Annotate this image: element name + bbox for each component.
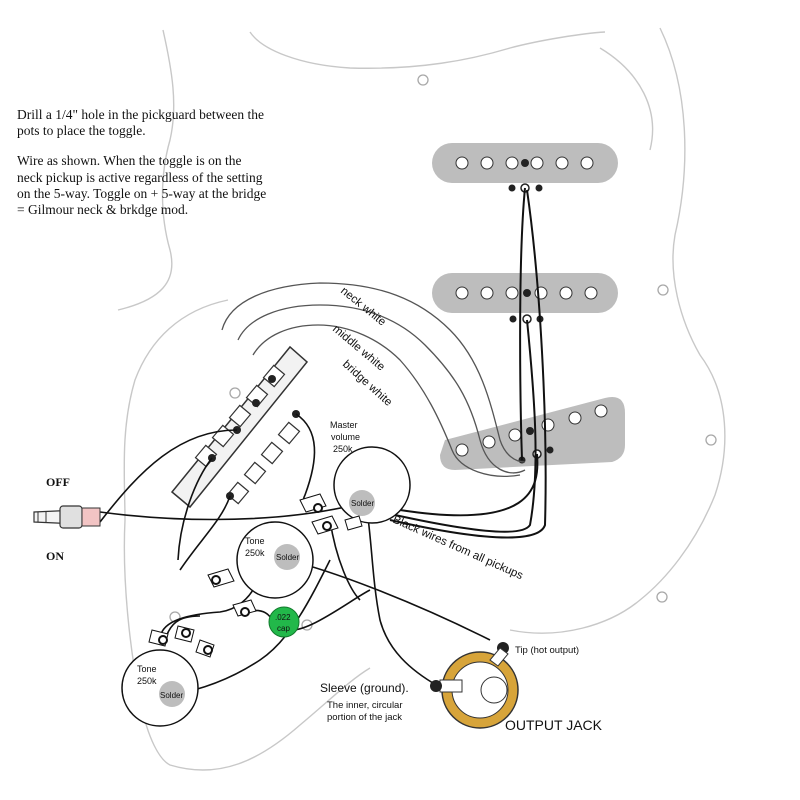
- cap-label-1: .022: [275, 613, 291, 622]
- jack-sleeve-label: Sleeve (ground).: [320, 681, 409, 695]
- tone2-label-2: 250k: [137, 676, 157, 686]
- output-jack: [430, 642, 519, 729]
- tone-pot-2: [121, 625, 215, 727]
- tone1-label-1: Tone: [245, 536, 265, 546]
- bridge-white-label: bridge white: [340, 358, 394, 408]
- instruction-note: Drill a 1/4" hole in the pickguard betwe…: [17, 107, 267, 232]
- master-volume-pot: [299, 446, 411, 535]
- five-way-switch: [170, 345, 309, 509]
- toggle-off-label: OFF: [46, 475, 70, 489]
- instruction-wire: Wire as shown. When the toggle is on the…: [17, 153, 267, 218]
- screw-hole: [657, 284, 669, 296]
- master-label-2: volume: [331, 432, 360, 442]
- tone1-solder-label: Solder: [276, 553, 299, 562]
- tone2-solder-label: Solder: [160, 691, 183, 700]
- master-label-3: 250k: [333, 444, 353, 454]
- jack-sleeve-note-2: portion of the jack: [327, 712, 402, 723]
- middle-white-label: middle white: [330, 323, 387, 373]
- instruction-drill: Drill a 1/4" hole in the pickguard betwe…: [17, 107, 264, 139]
- screw-hole: [417, 74, 429, 86]
- tone1-label-2: 250k: [245, 548, 265, 558]
- output-jack-title: OUTPUT JACK: [505, 717, 603, 733]
- master-label-1: Master: [330, 420, 358, 430]
- tone-pot-1: [207, 521, 314, 617]
- master-solder-label: Solder: [351, 499, 374, 508]
- jack-sleeve-note-1: The inner, circular: [327, 700, 403, 711]
- pickup-white-wires: [221, 282, 526, 477]
- tone2-label-1: Tone: [137, 664, 157, 674]
- middle-pickup: [432, 273, 618, 324]
- jack-tip-label: Tip (hot output): [515, 645, 579, 656]
- screw-hole: [656, 591, 668, 603]
- tone-capacitor: [268, 606, 300, 638]
- pickup-black-wires: [389, 187, 547, 539]
- mini-toggle-switch: [33, 505, 101, 529]
- cap-label-2: cap: [277, 624, 290, 633]
- screw-hole: [705, 434, 717, 446]
- screw-hole: [229, 387, 241, 399]
- toggle-on-label: ON: [46, 549, 64, 563]
- neck-pickup: [432, 143, 618, 193]
- bridge-pickup: [440, 397, 625, 470]
- black-wires-label: Black wires from all pickups: [391, 514, 525, 583]
